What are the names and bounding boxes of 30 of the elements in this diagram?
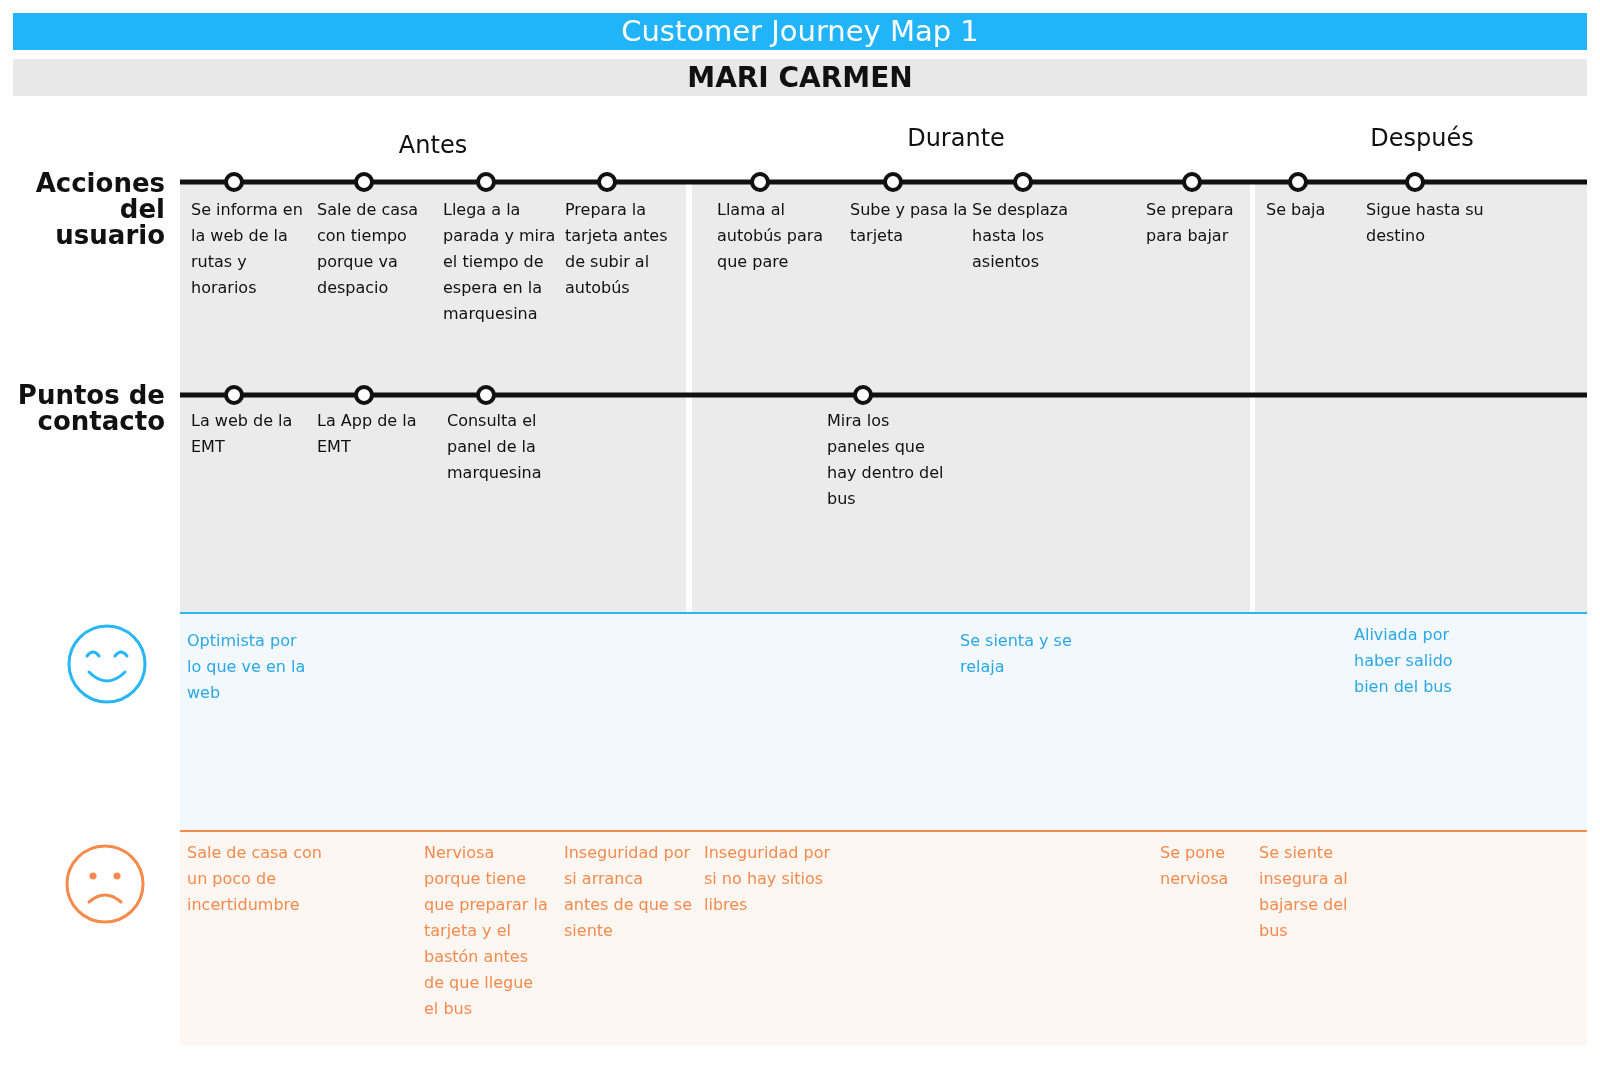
negative-emotion-text: Inseguridad por si arranca antes de que se siente bbox=[564, 842, 692, 942]
phase-heading: Después bbox=[1369, 123, 1475, 153]
touchpoint-text: La App de la EMT bbox=[317, 410, 418, 458]
touchpoint-text: Consulta el panel de la marquesina bbox=[447, 410, 543, 484]
positive-emotion-text: Aliviada por haber salido bien del bus bbox=[1354, 624, 1454, 698]
step-text: Sale de casa con tiempo porque va despacio bbox=[317, 199, 420, 299]
positive-emotion-text: Se sienta y se relaja bbox=[960, 630, 1073, 678]
step-text: Sigue hasta su destino bbox=[1366, 199, 1484, 247]
phase-heading: Antes bbox=[397, 130, 469, 160]
step-text: Prepara la tarjeta antes de subir al autobús bbox=[565, 199, 669, 299]
phase-heading: Durante bbox=[906, 123, 1006, 153]
step-text: Sube y pasa la tarjeta bbox=[850, 199, 968, 247]
step-text: Llama al autobús para que pare bbox=[717, 199, 825, 273]
negative-emotion-text: Se pone nerviosa bbox=[1160, 842, 1230, 890]
step-text: Se prepara para bajar bbox=[1146, 199, 1235, 247]
step-text: Se baja bbox=[1266, 199, 1327, 221]
row-heading: Acciones del usuario bbox=[34, 170, 165, 248]
touchpoint-text: Mira los paneles que hay dentro del bus bbox=[827, 410, 945, 510]
title-bar: Customer Journey Map 1 bbox=[13, 13, 1587, 50]
persona-name: MARI CARMEN bbox=[13, 59, 1587, 96]
positive-emotion-text: Optimista por lo que ve en la web bbox=[187, 630, 307, 704]
step-text: Se informa en la web de la rutas y horarios bbox=[191, 199, 304, 299]
row-heading: Puntos de contacto bbox=[16, 382, 165, 434]
negative-emotion-text: Sale de casa con un poco de incertidumbre bbox=[187, 842, 323, 916]
negative-emotion-text: Inseguridad por si no hay sitios libres bbox=[704, 842, 832, 916]
negative-emotion-text: Nerviosa porque tiene que preparar la tarjeta y el bastón antes de que llegue el bus bbox=[424, 842, 549, 1020]
touchpoint-text: La web de la EMT bbox=[191, 410, 294, 458]
step-text: Se desplaza hasta los asientos bbox=[972, 199, 1070, 273]
negative-emotion-text: Se siente insegura al bajarse del bus bbox=[1259, 842, 1349, 942]
step-text: Llega a la parada y mira el tiempo de espera en la marquesina bbox=[443, 199, 557, 325]
